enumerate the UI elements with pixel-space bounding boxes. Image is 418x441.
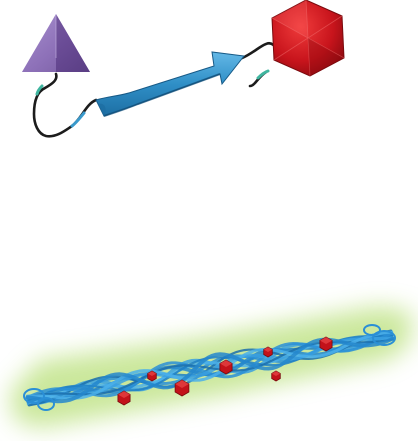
red-cube [219, 359, 233, 375]
fiber-strand [25, 330, 393, 400]
top-panel [22, 0, 345, 138]
bottom-panel [10, 306, 412, 428]
cube-decorations [117, 336, 333, 406]
red-cube [319, 336, 333, 352]
fiber-loop [23, 388, 45, 404]
beta-strand-arrow [95, 51, 245, 117]
triangle-icon [22, 14, 90, 72]
fiber-loop [37, 397, 55, 411]
fiber-loop [372, 330, 396, 346]
red-cube [117, 390, 131, 406]
red-cube [147, 370, 157, 382]
red-cube [271, 370, 281, 382]
red-cube [174, 379, 190, 397]
linker-accents [35, 69, 270, 128]
hexagon-icon [271, 0, 345, 77]
red-cube [263, 346, 273, 358]
fiber-loop [363, 324, 381, 336]
